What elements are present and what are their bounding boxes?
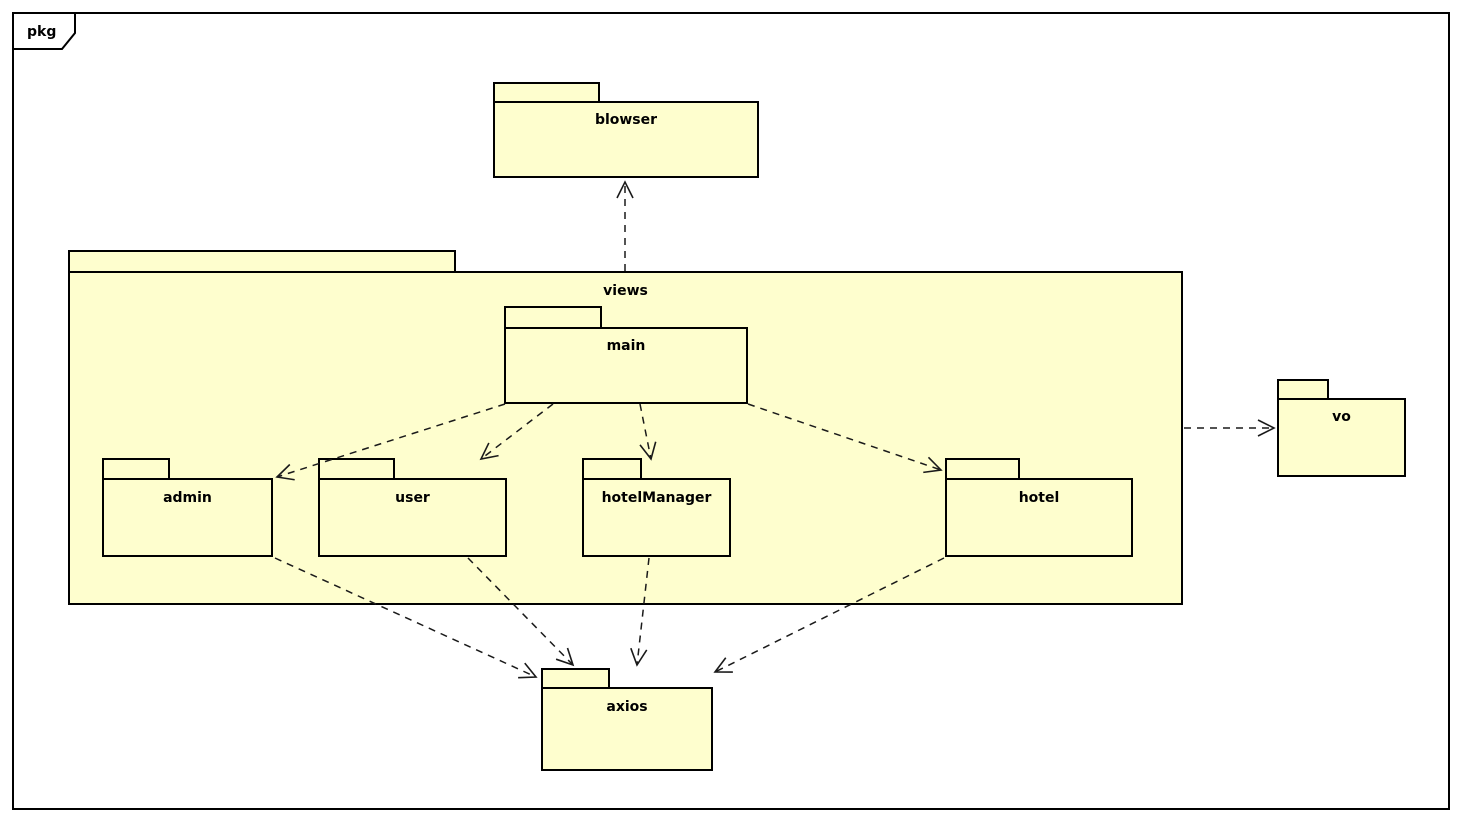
package-vo-label: vo [1332, 409, 1351, 425]
package-user-label: user [395, 490, 430, 506]
package-vo-body [1277, 398, 1406, 477]
package-main-body [504, 327, 748, 404]
package-blowser-tab [493, 82, 600, 101]
package-views-label: views [603, 283, 648, 299]
package-admin-tab [102, 458, 170, 478]
package-hotelmanager-label: hotelManager [601, 490, 712, 506]
package-user-tab [318, 458, 395, 478]
package-vo-tab [1277, 379, 1329, 398]
package-hotelmanager-body [582, 478, 731, 557]
package-blowser-body [493, 101, 759, 178]
pkg-frame-label: pkg [27, 24, 57, 40]
package-hotel-label: hotel [1018, 490, 1060, 506]
package-axios-tab [541, 668, 610, 687]
package-main-tab [504, 306, 602, 327]
package-hotelmanager-tab [582, 458, 642, 478]
package-hotel-body [945, 478, 1133, 557]
package-axios-body [541, 687, 713, 771]
package-admin-label: admin [163, 490, 212, 506]
package-main-label: main [606, 338, 646, 354]
package-hotel-tab [945, 458, 1020, 478]
package-views-tab [68, 250, 456, 271]
package-blowser-label: blowser [594, 112, 658, 128]
package-user-body [318, 478, 507, 557]
package-admin-body [102, 478, 273, 557]
package-axios-label: axios [606, 699, 648, 715]
